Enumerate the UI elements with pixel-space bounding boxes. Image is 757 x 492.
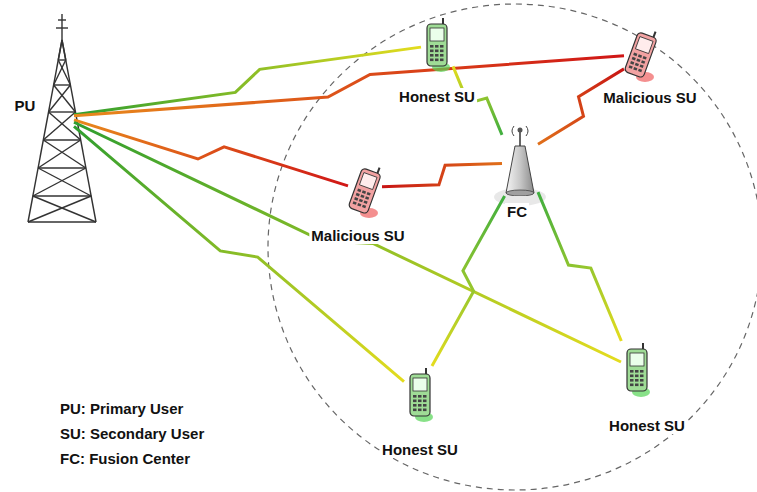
- signal-link: [74, 47, 421, 115]
- pu-icon: [50, 104, 74, 130]
- honest-icon: [621, 341, 653, 397]
- tower-symbol: [28, 14, 96, 222]
- node-label: PU: [13, 97, 38, 114]
- signal-link: [74, 56, 624, 116]
- legend-note: PU: Primary User: [60, 400, 183, 417]
- honest-icon: [404, 366, 436, 422]
- signal-link: [74, 120, 348, 186]
- node-label: Honest SU: [607, 417, 687, 434]
- signal-link: [74, 122, 621, 362]
- node-label: FC: [505, 203, 529, 220]
- signal-link: [74, 126, 404, 381]
- primary-user: PU: [50, 104, 74, 130]
- malicious-icon: [624, 26, 658, 82]
- legend-note: SU: Secondary User: [60, 425, 204, 442]
- node-label: Malicious SU: [309, 227, 406, 244]
- fc-icon: [502, 124, 538, 196]
- node-label: Honest SU: [380, 441, 460, 458]
- honest-icon: [421, 16, 453, 72]
- honest-su: Honest SU: [404, 366, 436, 422]
- signal-link: [538, 69, 624, 144]
- malicious-su: Malicious SU: [624, 26, 658, 82]
- honest-su: Honest SU: [421, 16, 453, 72]
- legend-note: FC: Fusion Center: [60, 450, 190, 467]
- signal-link: [538, 192, 621, 341]
- node-label: Honest SU: [397, 88, 477, 105]
- signal-link: [382, 163, 502, 186]
- fusion-center: FC: [502, 124, 538, 196]
- honest-su: Honest SU: [621, 341, 653, 397]
- coverage-circle: [268, 4, 757, 490]
- malicious-su: Malicious SU: [348, 162, 382, 218]
- malicious-icon: [348, 162, 382, 218]
- signal-link: [432, 196, 505, 366]
- node-label: Malicious SU: [601, 89, 698, 106]
